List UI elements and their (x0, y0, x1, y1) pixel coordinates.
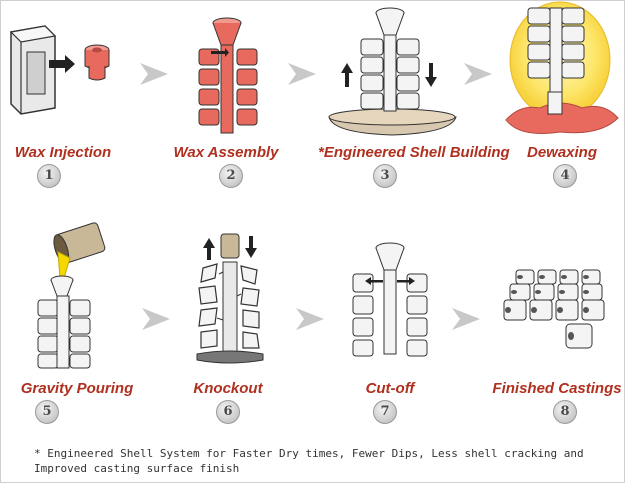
step-label-wax-injection: Wax Injection (14, 144, 112, 161)
step-label-finished-castings: Finished Castings (492, 380, 622, 397)
diagram-frame (0, 0, 625, 483)
flow-arrow-2-3 (288, 63, 316, 85)
step-label-gravity-pouring: Gravity Pouring (20, 380, 134, 397)
step-label-cut-off: Cut-off (365, 380, 415, 397)
step-number-3: 3 (373, 164, 397, 188)
knockout-illustration (196, 233, 264, 364)
footnote: * Engineered Shell System for Faster Dry… (34, 446, 594, 476)
step-number-6: 6 (216, 400, 240, 424)
flow-arrow-3-4 (464, 63, 492, 85)
step-number-8: 8 (553, 400, 577, 424)
dewaxing-illustration (505, 1, 619, 134)
wax-injection-illustration (9, 25, 110, 115)
cut-off-illustration (352, 242, 428, 357)
step-label-wax-assembly: Wax Assembly (173, 144, 279, 161)
flow-arrow-5-6 (142, 308, 170, 330)
finished-castings-illustration (503, 269, 605, 349)
step-number-2: 2 (219, 164, 243, 188)
step-number-4: 4 (553, 164, 577, 188)
wax-assembly-illustration (198, 17, 258, 134)
flow-arrow-1-2 (140, 63, 168, 85)
gravity-pouring-illustration (37, 222, 106, 369)
step-number-7: 7 (373, 400, 397, 424)
step-label-engineered-shell-building: *Engineered Shell Building (318, 144, 510, 161)
flow-arrow-7-8 (452, 308, 480, 330)
flow-arrow-6-7 (296, 308, 324, 330)
step-label-dewaxing: Dewaxing (526, 144, 598, 161)
step-number-1: 1 (37, 164, 61, 188)
step-label-knockout: Knockout (193, 380, 263, 397)
footnote-line-1: * Engineered Shell System for Faster Dry… (34, 447, 584, 460)
step-number-5: 5 (35, 400, 59, 424)
footnote-line-2: Improved casting surface finish (34, 462, 240, 475)
shell-building-illustration (328, 7, 457, 136)
